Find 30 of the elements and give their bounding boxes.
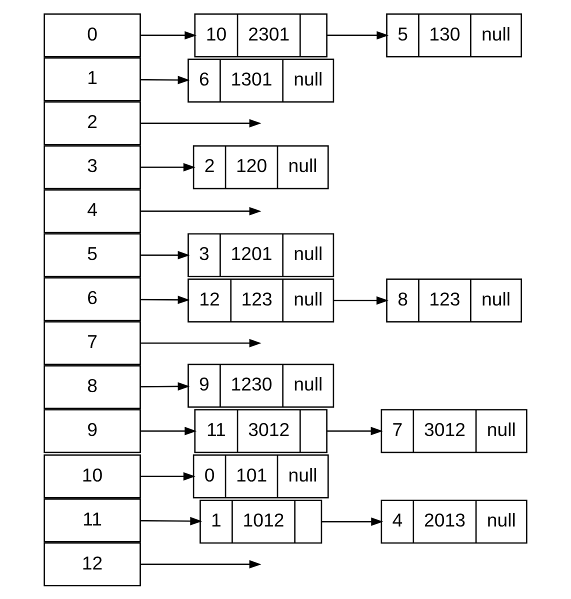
node-box: 2 — [44, 101, 141, 146]
arrow — [322, 517, 384, 526]
arrow — [140, 382, 190, 391]
arrow — [327, 426, 383, 436]
arrow — [140, 516, 202, 526]
arrow — [140, 560, 262, 569]
node-box: 5 — [44, 233, 141, 278]
node-box: 10 — [44, 454, 141, 498]
arrow — [140, 426, 197, 436]
node-box: 12 — [44, 542, 141, 586]
arrow — [140, 338, 262, 348]
arrow — [140, 207, 262, 216]
node-box: 1 — [44, 57, 141, 102]
arrow — [140, 472, 196, 481]
arrow — [327, 31, 389, 40]
node-box: 11 — [44, 498, 141, 542]
arrow — [140, 31, 197, 40]
node-box: 0 — [44, 13, 141, 58]
node-box: 9 — [44, 409, 141, 454]
arrow — [140, 296, 190, 304]
node-box: 6 — [44, 277, 141, 322]
node-box: 8 — [44, 365, 141, 410]
node-box: 7 — [44, 321, 141, 366]
node-box: 3 — [44, 145, 141, 190]
arrow — [334, 296, 389, 305]
node-box: 4 — [44, 189, 141, 234]
arrow — [140, 251, 190, 260]
arrow — [140, 76, 190, 84]
arrow — [140, 119, 262, 128]
arrow — [140, 163, 196, 172]
